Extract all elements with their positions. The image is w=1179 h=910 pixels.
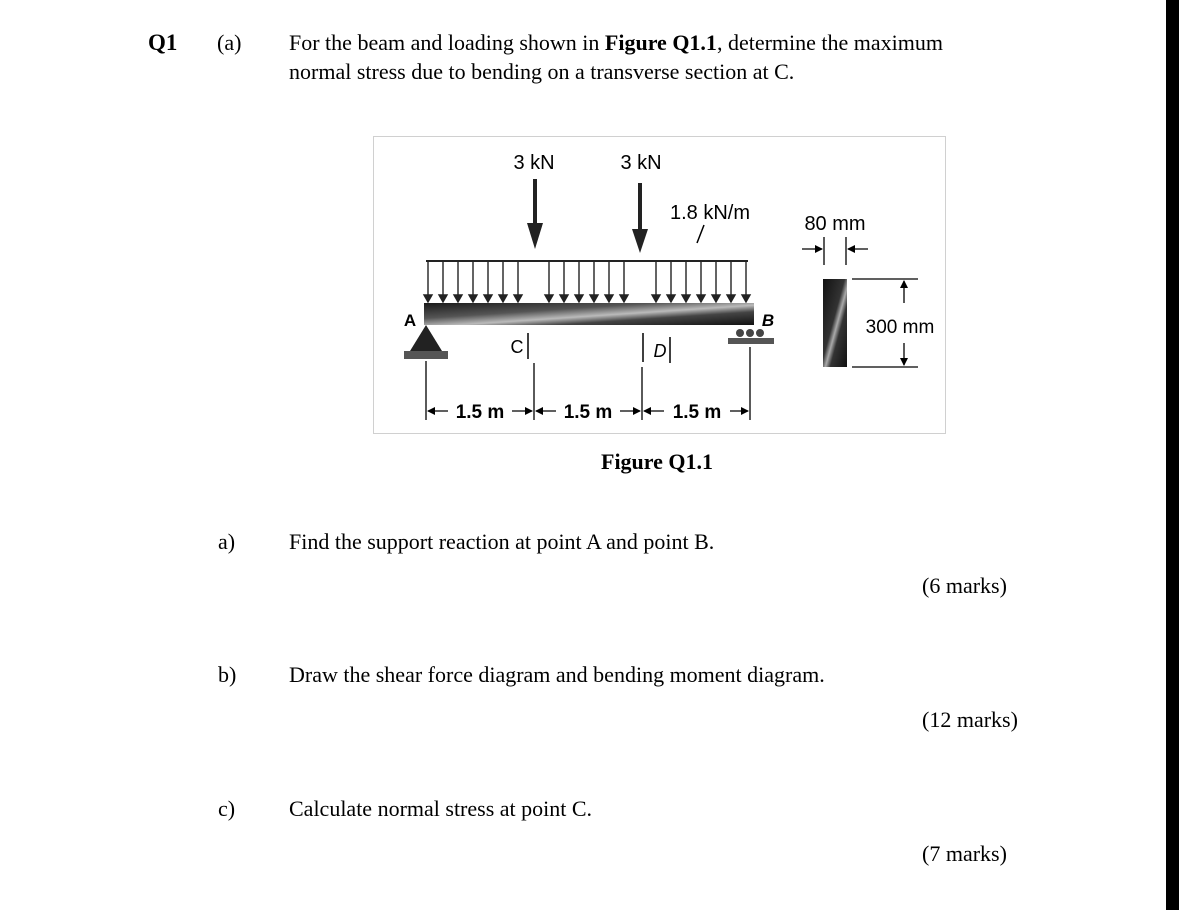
subquestion-c-label: c) bbox=[218, 796, 236, 821]
distributed-load-arrows bbox=[422, 260, 752, 304]
point-d-label: D bbox=[654, 341, 667, 361]
load-label-1: 3 kN bbox=[513, 152, 554, 174]
subquestion-b-label: b) bbox=[218, 662, 237, 687]
subquestion-a-marks: (6 marks) bbox=[922, 573, 1007, 598]
load-arrow-2 bbox=[632, 183, 648, 253]
point-c-label: C bbox=[511, 337, 524, 357]
subquestion-a-label: a) bbox=[218, 529, 236, 554]
section-width-dimension bbox=[802, 237, 868, 265]
question-intro: For the beam and loading shown in Figure… bbox=[289, 28, 1031, 86]
span-label-2: 1.5 m bbox=[564, 402, 613, 423]
load-arrow-1 bbox=[527, 179, 543, 249]
intro-text-start: For the beam and loading shown in bbox=[289, 30, 605, 55]
subquestion-b-marks: (12 marks) bbox=[922, 707, 1018, 732]
distributed-load-label: 1.8 kN/m bbox=[670, 202, 750, 224]
beam-cross-section bbox=[823, 279, 847, 367]
intro-text-line2: normal stress due to bending on a transv… bbox=[289, 59, 795, 84]
section-height-dimension bbox=[852, 278, 918, 368]
question-part-label: (a) bbox=[217, 30, 242, 55]
beam-diagram: 3 kN 3 kN 1.8 kN/m bbox=[404, 152, 935, 423]
subquestion-a-text: Find the support reaction at point A and… bbox=[289, 529, 715, 554]
support-b-roller bbox=[728, 329, 774, 344]
distributed-load-leader bbox=[696, 224, 705, 244]
point-b-label: B bbox=[762, 311, 774, 330]
support-a-pin bbox=[404, 325, 448, 359]
subquestion-b-text: Draw the shear force diagram and bending… bbox=[289, 662, 825, 687]
question-number: Q1 bbox=[148, 30, 178, 55]
subquestion-c-text: Calculate normal stress at point C. bbox=[289, 796, 593, 821]
span-label-1: 1.5 m bbox=[456, 402, 505, 423]
load-label-2: 3 kN bbox=[620, 152, 661, 174]
intro-text-end: , determine the maximum bbox=[716, 30, 943, 55]
page-edge-bar bbox=[1166, 0, 1179, 910]
span-label-3: 1.5 m bbox=[673, 402, 722, 423]
point-a-label: A bbox=[404, 311, 416, 330]
subquestion-c-marks: (7 marks) bbox=[922, 841, 1007, 866]
figure-frame: 3 kN 3 kN 1.8 kN/m bbox=[373, 136, 946, 434]
figure-reference: Figure Q1.1 bbox=[604, 30, 717, 55]
figure-caption: Figure Q1.1 bbox=[601, 449, 714, 474]
section-width-label: 80 mm bbox=[804, 213, 865, 235]
beam bbox=[424, 303, 754, 325]
dimension-extension-lines bbox=[425, 347, 751, 420]
section-height-label: 300 mm bbox=[866, 317, 935, 338]
